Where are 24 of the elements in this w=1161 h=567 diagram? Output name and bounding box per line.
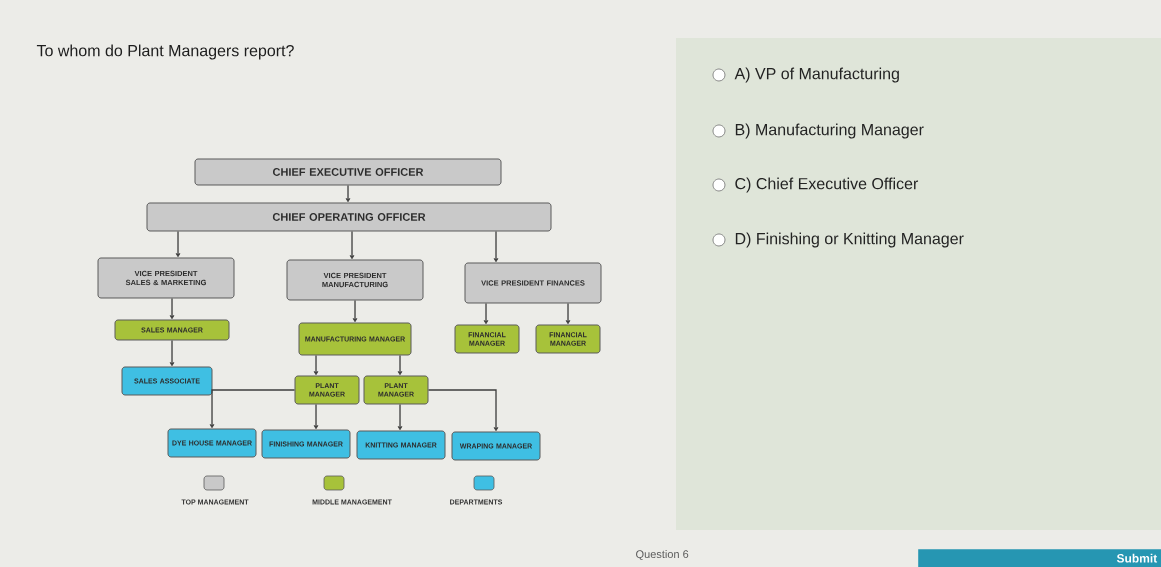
arrow [565,302,571,325]
org-box: CHIEF EXECUTIVE OFFICER [194,158,502,186]
arrow [169,339,175,367]
arrow [209,389,296,429]
answer-option: D) Finishing or Knitting Manager [735,232,964,248]
answer-option: A) VP of Manufacturing [734,67,899,83]
answer-option: C) Chief Executive Officer [735,177,919,193]
arrow [493,230,499,263]
arrow [175,230,181,258]
question-number: Question 6 [636,549,689,560]
arrow [397,354,403,376]
answer-option: B) Manufacturing Manager [735,123,924,139]
arrow [313,403,319,430]
arrow [397,403,403,431]
question-text: To whom do Plant Managers report? [36,44,294,60]
arrow [483,302,489,325]
submit-button: Submit [918,549,1161,567]
arrow [345,184,351,203]
arrow [313,354,319,376]
arrow [427,389,499,432]
arrow [169,297,175,320]
arrow [352,299,358,323]
org-box: CHIEF OPERATING OFFICER [146,202,552,232]
arrow [349,230,355,260]
